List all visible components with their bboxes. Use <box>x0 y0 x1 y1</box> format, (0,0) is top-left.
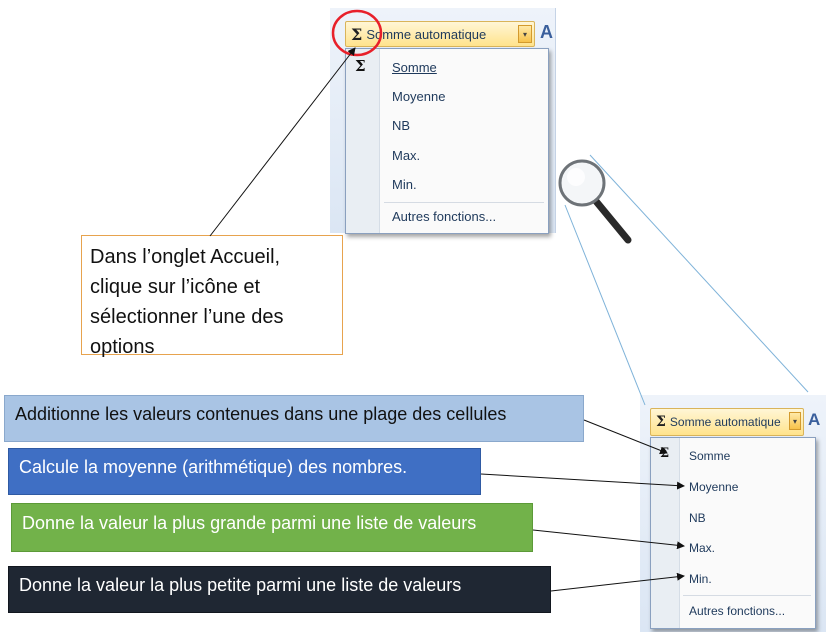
menu-item-moyenne[interactable]: Moyenne <box>689 480 739 494</box>
menu-item-moyenne[interactable]: Moyenne <box>392 89 446 104</box>
menu-item-autres-fonctions[interactable]: Autres fonctions... <box>689 604 786 618</box>
ribbon-glyph-top: A <box>540 22 553 42</box>
menu-item-max[interactable]: Max. <box>392 148 421 163</box>
max-description: Donne la valeur la plus grande parmi une… <box>11 503 533 552</box>
menu-item-somme[interactable]: Somme <box>689 449 731 463</box>
magnifier-icon <box>558 159 632 244</box>
sigma-icon: Σ <box>351 24 363 44</box>
max-description-text: Donne la valeur la plus grande parmi une… <box>22 513 477 533</box>
moyenne-description: Calcule la moyenne (arithmétique) des no… <box>8 448 481 495</box>
menu-item-autres-fonctions[interactable]: Autres fonctions... <box>392 209 497 224</box>
highlight-circle <box>331 9 383 57</box>
autosum-button-label: Somme automatique <box>669 415 781 429</box>
min-description-text: Donne la valeur la plus petite parmi une… <box>19 575 462 595</box>
zoom-guide-line <box>589 154 809 393</box>
instruction-callout: Dans l’onglet Accueil, clique sur l’icôn… <box>81 235 343 358</box>
min-arrow <box>550 572 685 592</box>
max-arrow <box>532 529 685 550</box>
autosum-button-label: Somme automatique <box>366 26 487 42</box>
menu-item-min[interactable]: Min. <box>689 572 712 586</box>
autosum-button-zoom[interactable]: Σ Somme automatique ▾ <box>650 408 804 436</box>
menu-item-somme[interactable]: Somme <box>392 60 437 75</box>
instruction-text: Dans l’onglet Accueil, clique sur l’icôn… <box>90 246 284 358</box>
autosum-menu-zoom: Σ Somme Moyenne NB Max. Min. Autres fonc… <box>650 437 816 629</box>
ribbon-glyph-bottom: A <box>808 410 821 429</box>
menu-item-max[interactable]: Max. <box>689 541 716 555</box>
autosum-menu: Σ Somme Moyenne NB Max. Min. Autres fonc… <box>345 48 549 234</box>
instruction-arrow <box>209 47 356 237</box>
autosum-button[interactable]: Σ Somme automatique ▾ <box>345 21 535 47</box>
zoom-guide-line <box>564 204 646 406</box>
somme-description: Additionne les valeurs contenues dans un… <box>4 395 584 442</box>
menu-item-nb[interactable]: NB <box>689 511 706 525</box>
dropdown-arrow-icon[interactable]: ▾ <box>789 412 801 430</box>
sigma-icon: Σ <box>656 414 666 430</box>
somme-arrow <box>583 419 668 455</box>
dropdown-arrow-icon[interactable]: ▾ <box>518 25 532 43</box>
moyenne-description-text: Calcule la moyenne (arithmétique) des no… <box>19 457 408 477</box>
somme-description-text: Additionne les valeurs contenues dans un… <box>15 404 507 424</box>
sigma-icon: Σ <box>355 57 366 75</box>
min-description: Donne la valeur la plus petite parmi une… <box>8 566 551 613</box>
menu-item-nb[interactable]: NB <box>392 118 411 133</box>
menu-item-min[interactable]: Min. <box>392 177 417 192</box>
moyenne-arrow <box>480 473 685 490</box>
